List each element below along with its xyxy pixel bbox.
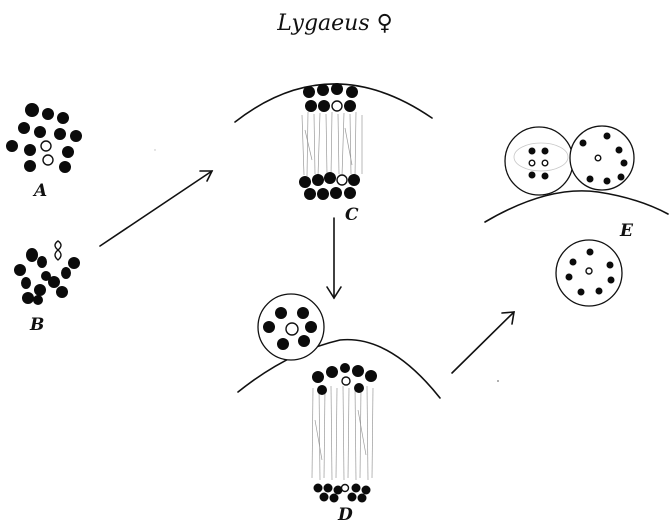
lower-plate-d	[313, 483, 371, 503]
lower-plate-c	[299, 172, 360, 200]
cell-boundary-d	[237, 338, 441, 399]
spindle-fibers-d	[311, 385, 374, 481]
nucleus-e-lower	[555, 239, 623, 307]
upper-plate-c	[303, 83, 358, 112]
nucleus-d	[257, 293, 325, 361]
speck-mark	[497, 380, 499, 382]
arrow-d-to-e	[451, 311, 515, 374]
nucleus-e-left	[504, 126, 574, 196]
figure-c-spindle	[234, 83, 433, 200]
spindle-fibers-c	[301, 111, 363, 177]
arrow-c-to-d	[326, 217, 342, 300]
label-b: B	[29, 315, 44, 335]
figure-e-group	[484, 125, 669, 307]
arrow-b-to-c	[99, 170, 214, 247]
speck-mark	[154, 149, 156, 151]
figure-d-spindle	[237, 293, 441, 503]
upper-plate-d	[312, 363, 377, 395]
nucleus-e-right	[569, 125, 635, 191]
cell-boundary-e	[484, 190, 669, 223]
figure-a-chromosome-group	[6, 103, 82, 173]
label-a: A	[32, 181, 47, 201]
label-e: E	[619, 221, 634, 241]
figure-b-chromosome-group	[14, 240, 80, 305]
label-c: C	[345, 205, 359, 225]
cell-boundary-c	[234, 83, 433, 123]
figure-title: Lygaeus ♀	[276, 11, 392, 36]
label-d: D	[337, 505, 353, 525]
